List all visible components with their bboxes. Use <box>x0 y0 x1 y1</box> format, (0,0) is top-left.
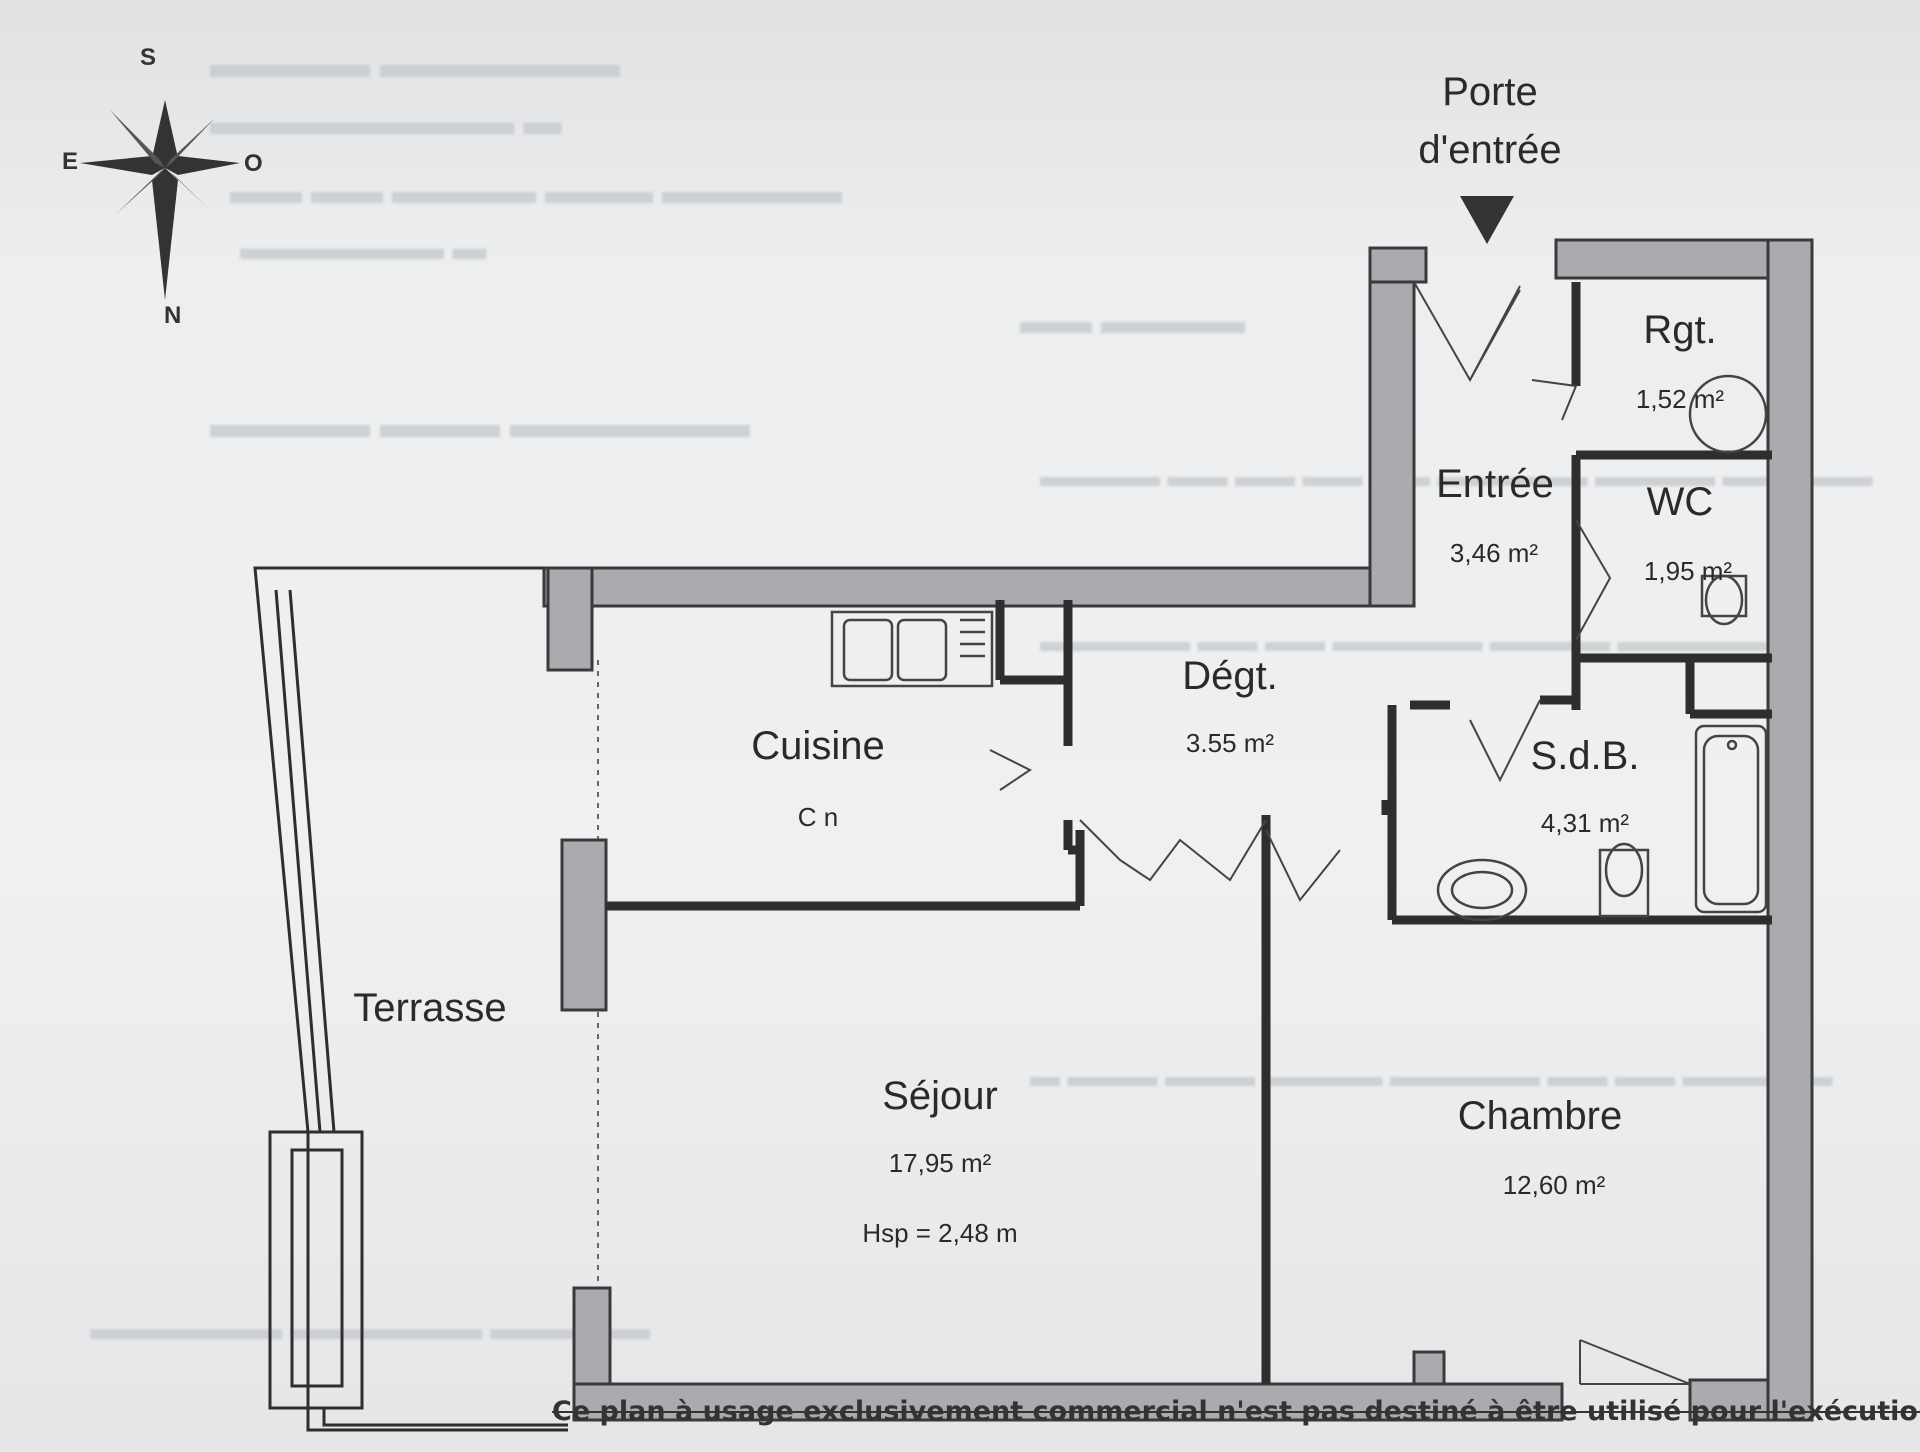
footer-disclaimer: Ce plan à usage exclusivement commercial… <box>552 1396 1920 1427</box>
doors <box>989 281 1691 1385</box>
entrance-arrow <box>1460 196 1514 244</box>
compass-north-label: N <box>164 302 182 329</box>
room-cuisine-area: C n <box>797 802 839 832</box>
compass-east-label: E <box>62 148 79 175</box>
interior-walls <box>606 282 1772 1384</box>
room-wc-name: WC <box>1646 480 1714 524</box>
room-entree-area: 3,46 m² <box>1449 538 1539 568</box>
terrace-outline <box>253 566 599 1432</box>
exterior-walls <box>542 238 1814 1422</box>
room-degt-name: Dégt. <box>1182 654 1278 698</box>
compass-west-label: O <box>244 150 263 177</box>
room-sdb-name: S.d.B. <box>1530 734 1640 778</box>
room-rgt-area: 1,52 m² <box>1635 384 1725 414</box>
room-chambre-name: Chambre <box>1457 1094 1623 1138</box>
room-sejour-area: 17,95 m² <box>888 1148 992 1178</box>
room-degt-area: 3.55 m² <box>1185 728 1275 758</box>
room-sdb-area: 4,31 m² <box>1540 808 1630 838</box>
fixtures <box>830 374 1768 922</box>
room-rgt-name: Rgt. <box>1643 308 1717 352</box>
entrance-label-line2: d'entrée <box>1418 128 1562 172</box>
room-sejour-name: Séjour <box>882 1074 998 1118</box>
room-entree-name: Entrée <box>1436 462 1554 506</box>
room-wc-area: 1,95 m² <box>1643 556 1733 586</box>
compass-south-label: S <box>140 44 157 71</box>
room-terrasse-name: Terrasse <box>353 986 507 1030</box>
room-chambre-area: 12,60 m² <box>1502 1170 1606 1200</box>
room-cuisine-name: Cuisine <box>751 724 885 768</box>
compass-rose <box>80 100 240 300</box>
room-sejour-ceiling-height: Hsp = 2,48 m <box>862 1218 1018 1248</box>
entrance-label-line1: Porte <box>1442 70 1538 114</box>
